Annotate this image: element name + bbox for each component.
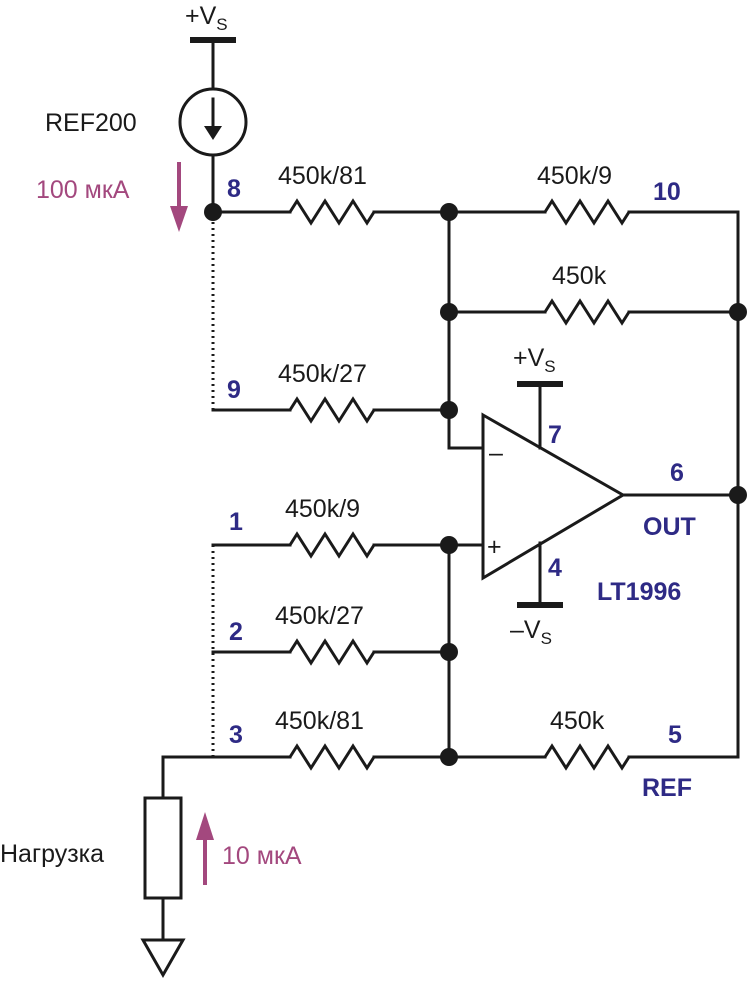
source-current-label: 100 мкА	[36, 176, 130, 204]
out-label: OUT	[643, 513, 696, 541]
pin-6-label: 6	[670, 459, 684, 487]
pin-3-label: 3	[229, 721, 243, 749]
node-pin2	[440, 643, 458, 661]
supply-label: +VS	[185, 2, 228, 34]
resistor-r3	[288, 743, 376, 771]
source-current-arrow-icon	[170, 162, 188, 232]
ref-label: REF	[642, 774, 692, 802]
opamp-vminus-label: –VS	[510, 616, 552, 648]
resistor-r10-label: 450k/9	[537, 162, 612, 190]
opamp-triangle	[481, 412, 626, 581]
resistor-rfb	[543, 298, 631, 326]
node-pin9	[440, 401, 458, 419]
resistor-r2	[288, 638, 376, 666]
pin-10-label: 10	[653, 178, 681, 206]
resistor-rref-label: 450k	[550, 707, 605, 735]
pin-1-label: 1	[229, 508, 243, 536]
resistor-r9-label: 450k/27	[278, 360, 367, 388]
node-pin3	[440, 748, 458, 766]
ground-icon	[140, 938, 186, 979]
source-name: REF200	[45, 109, 137, 137]
load-current-arrow-icon	[196, 812, 214, 885]
resistor-r2-label: 450k/27	[275, 602, 364, 630]
opamp-inv-sign: –	[489, 439, 503, 467]
node-fb-right	[729, 303, 747, 321]
resistor-r1	[288, 531, 376, 559]
pin-5-label: 5	[668, 721, 682, 749]
pin-9-label: 9	[227, 376, 241, 404]
node-out	[729, 486, 747, 504]
resistor-r8-label: 450k/81	[278, 162, 367, 190]
pin-7-label: 7	[548, 421, 562, 449]
resistor-r1-label: 450k/9	[285, 495, 360, 523]
current-source-icon	[178, 87, 248, 157]
opamp-part-label: LT1996	[597, 578, 681, 606]
resistor-rref	[543, 743, 631, 771]
opamp-vplus-label: +VS	[513, 344, 556, 376]
load-resistor	[143, 796, 183, 900]
load-label: Нагрузка	[0, 840, 104, 868]
opamp-noninv-sign: +	[487, 533, 502, 561]
load-current-label: 10 мкА	[222, 842, 302, 870]
resistor-r3-label: 450k/81	[275, 707, 364, 735]
resistor-rfb-label: 450k	[552, 262, 607, 290]
resistor-r10	[543, 198, 631, 226]
pin-2-label: 2	[229, 618, 243, 646]
node-pin1	[440, 536, 458, 554]
pin-8-label: 8	[227, 175, 241, 203]
resistor-r8	[288, 198, 376, 226]
pin-4-label: 4	[548, 554, 562, 582]
resistor-r9	[288, 396, 376, 424]
